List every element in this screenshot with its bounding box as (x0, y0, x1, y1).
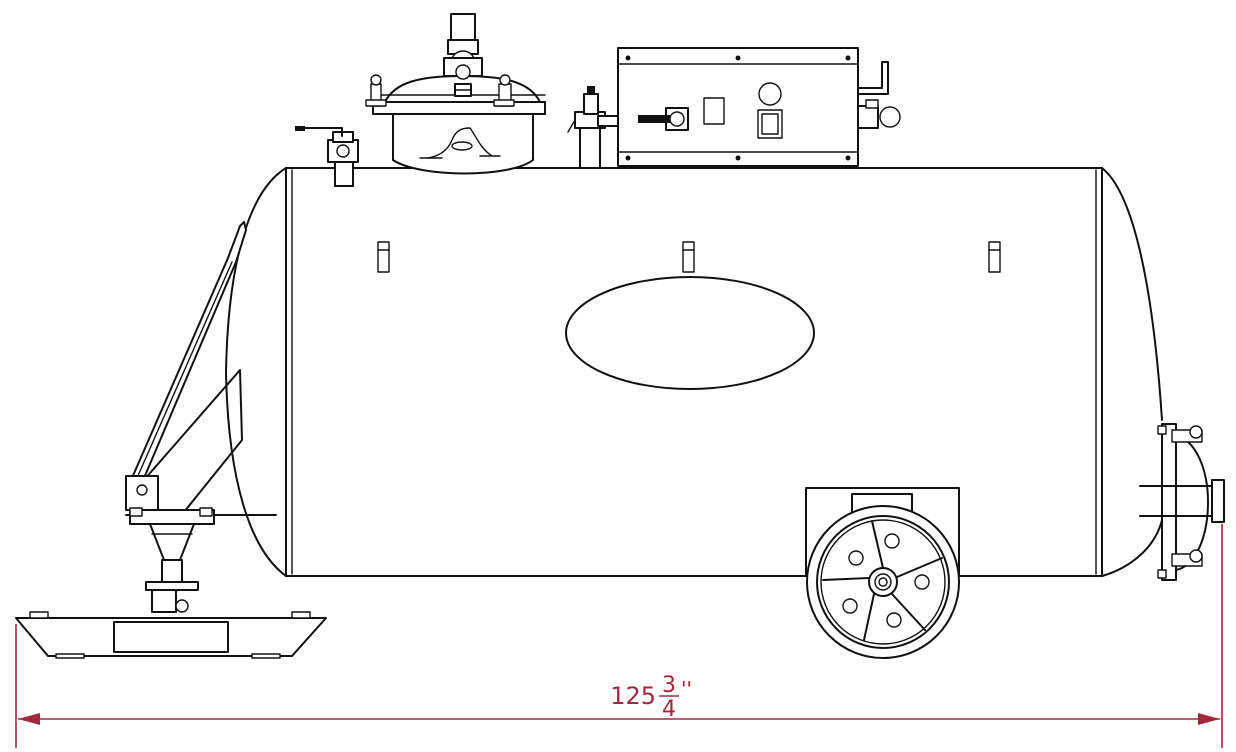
tank-body (225, 167, 1163, 577)
dimension-arrow-right (1198, 713, 1220, 725)
manway (365, 13, 546, 175)
tank-label-oval (565, 276, 815, 390)
base-plate (15, 611, 327, 659)
dimension-whole: 125 (610, 682, 656, 710)
wheel-assembly (805, 487, 960, 659)
dimension-denominator: 4 (662, 697, 676, 722)
dimension-unit: '' (681, 677, 692, 701)
overall-length-dimension: 125 3 4 '' (15, 524, 1223, 748)
pump-housing (617, 47, 901, 167)
ball-valve (295, 126, 359, 187)
sight-valve (567, 86, 619, 169)
dimension-numerator: 3 (662, 673, 676, 698)
lifting-slots (377, 241, 1001, 273)
tow-arm (125, 221, 277, 613)
dimension-arrow-left (18, 713, 40, 725)
rear-manway (1139, 423, 1225, 581)
